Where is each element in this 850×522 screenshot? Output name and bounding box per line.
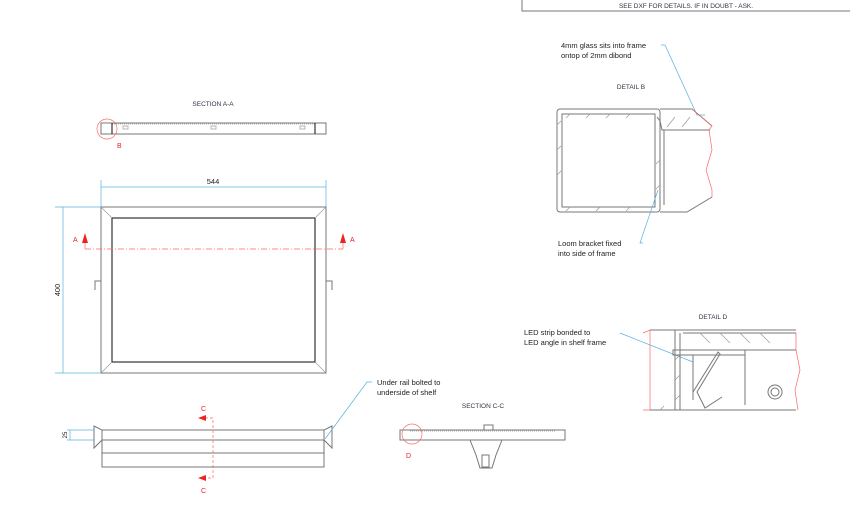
- width-dimension: 544: [207, 177, 220, 186]
- detail-d-callout-line2: LED angle in shelf frame: [524, 338, 606, 347]
- detail-d-title: DETAIL D: [699, 314, 728, 321]
- section-aa-title: SECTION A-A: [192, 101, 234, 108]
- detail-b-callout-top-line2: ontop of 2mm dibond: [561, 51, 631, 60]
- height-dimension: 400: [53, 284, 62, 297]
- title-block-note: SEE DXF FOR DETAILS. IF IN DOUBT - ASK.: [619, 3, 753, 10]
- under-rail-callout-line1: Under rail bolted to: [377, 378, 440, 387]
- section-c-label-bottom: C: [201, 488, 206, 495]
- under-rail-leader: [324, 381, 372, 440]
- detail-b-title: DETAIL B: [617, 84, 645, 91]
- detail-b-callout-top-line1: 4mm glass sits into frame: [561, 41, 646, 50]
- section-aa: SECTION A-A B: [96, 101, 327, 150]
- hanging-brackets: [94, 280, 333, 290]
- detail-b-callout-bottom-line2: into side of frame: [558, 249, 616, 258]
- section-a-arrows: [82, 233, 346, 243]
- detail-d-callout-line1: LED strip bonded to: [524, 328, 590, 337]
- detail-d: DETAIL D LED strip bonded to LED angle i…: [524, 314, 801, 411]
- section-a-label-left: A: [73, 237, 78, 244]
- detail-b-marker-label: B: [117, 143, 122, 150]
- section-cc: SECTION C-C D: [399, 403, 566, 469]
- section-c-arrows: [198, 415, 206, 481]
- side-view: 25 C C Under rail bolted to underside of…: [63, 378, 440, 495]
- detail-d-marker-circle: [401, 423, 423, 445]
- title-block: SEE DXF FOR DETAILS. IF IN DOUBT - ASK.: [521, 0, 850, 12]
- section-a-label-right: A: [350, 237, 355, 244]
- detail-d-marker-label: D: [406, 453, 411, 460]
- detail-b-marker-circle: [96, 118, 118, 140]
- depth-dimension: 25: [63, 431, 69, 438]
- front-view: 544 400 A A: [53, 177, 355, 374]
- section-c-label-top: C: [201, 406, 206, 413]
- detail-b-callout-bottom-line1: Loom bracket fixed: [558, 239, 621, 248]
- under-rail-callout-line2: underside of shelf: [377, 388, 437, 397]
- detail-b: DETAIL B 4mm glass sits into frame ontop…: [556, 41, 713, 258]
- section-cc-title: SECTION C-C: [462, 403, 505, 410]
